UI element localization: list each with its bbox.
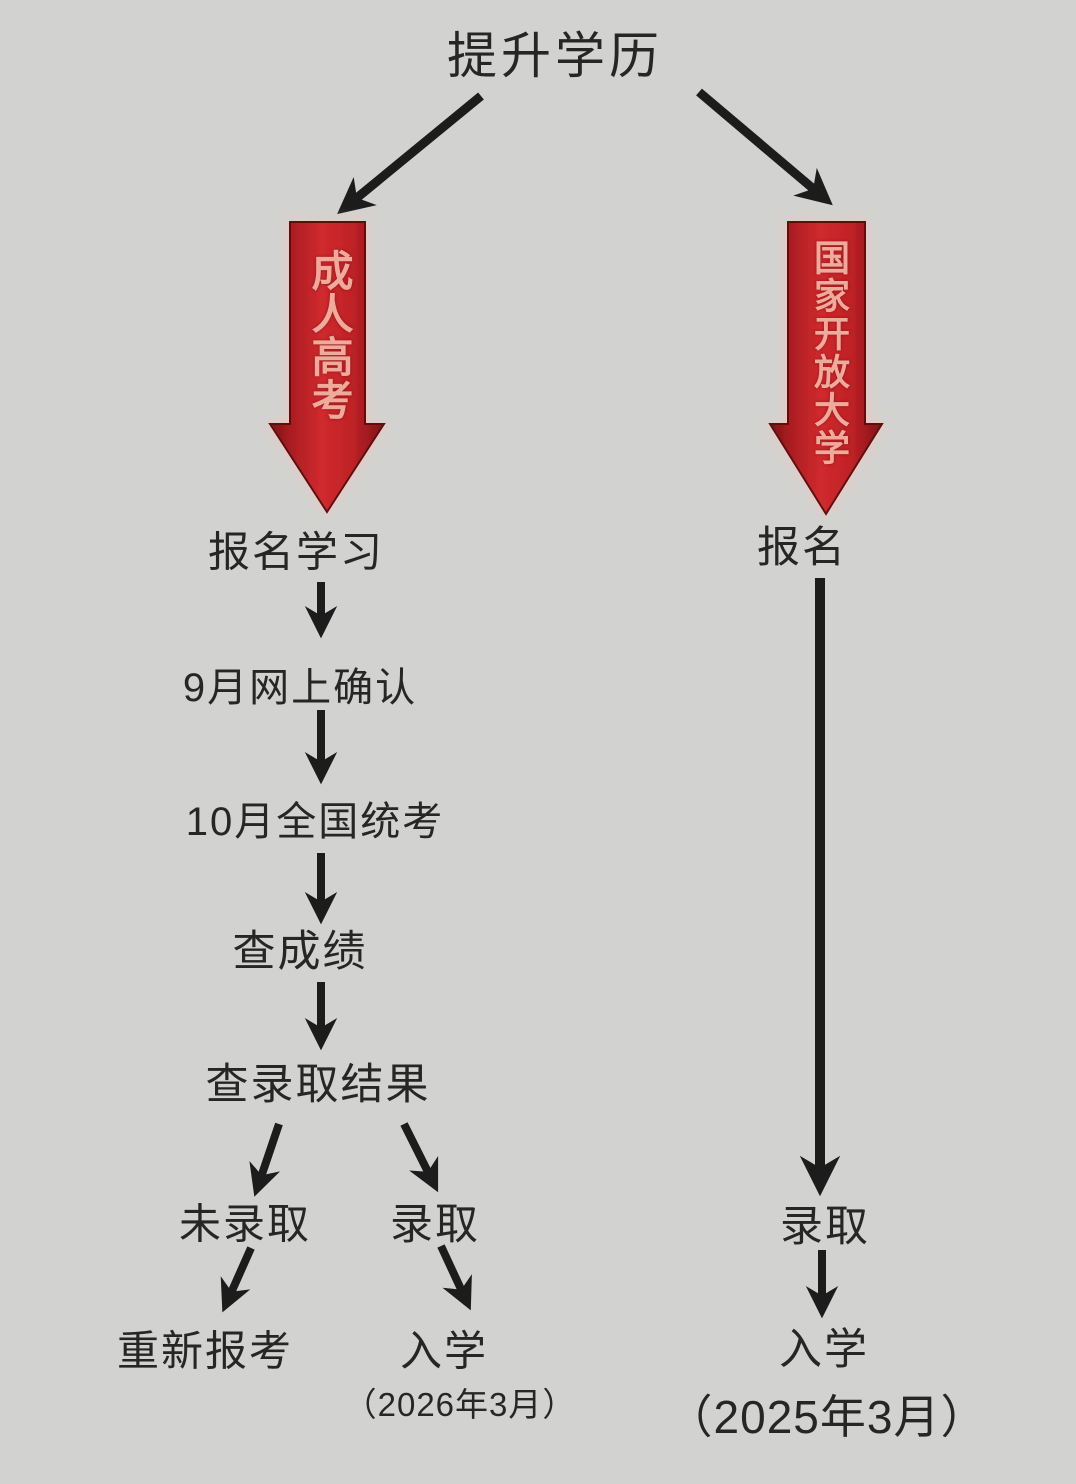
outcome-not-admitted: 未录取 <box>178 1200 312 1248</box>
step-october-national-exam: 10月全国统考 <box>185 800 445 844</box>
arrow-to-rejected-icon <box>249 1122 283 1197</box>
step-register-right: 报名 <box>757 524 847 572</box>
step-check-scores: 查成绩 <box>232 928 368 976</box>
action-enroll-left: 入学 <box>399 1327 489 1375</box>
open-university-ribbon-arrow-icon <box>768 221 884 516</box>
outcome-admitted: 录取 <box>390 1201 480 1249</box>
arrow-title-to-right-icon <box>696 88 833 206</box>
step-enroll-right: 入学 <box>779 1326 869 1374</box>
page-title: 提升学历 <box>447 28 663 84</box>
arrow-title-to-left-icon <box>337 92 484 215</box>
arrow-to-admitted-icon <box>400 1122 439 1193</box>
step-register-study: 报名学习 <box>207 528 385 576</box>
open-university-banner-label: 国家开放大学 <box>809 239 850 467</box>
adult-gaokao-ribbon-arrow-icon <box>268 221 386 514</box>
step-admitted-right: 录取 <box>780 1203 870 1251</box>
step-september-online-confirm: 9月网上确认 <box>182 666 418 710</box>
enroll-date-right: （2025年3月） <box>666 1391 988 1443</box>
arrow-to-reapply-icon <box>220 1246 255 1313</box>
arrow-to-enroll-icon <box>437 1244 472 1311</box>
action-reapply: 重新报考 <box>116 1327 294 1375</box>
step-check-admission-result: 查录取结果 <box>205 1061 431 1109</box>
adult-gaokao-banner-label: 成人高考 <box>306 249 353 421</box>
enroll-date-left: （2026年3月） <box>343 1386 577 1423</box>
